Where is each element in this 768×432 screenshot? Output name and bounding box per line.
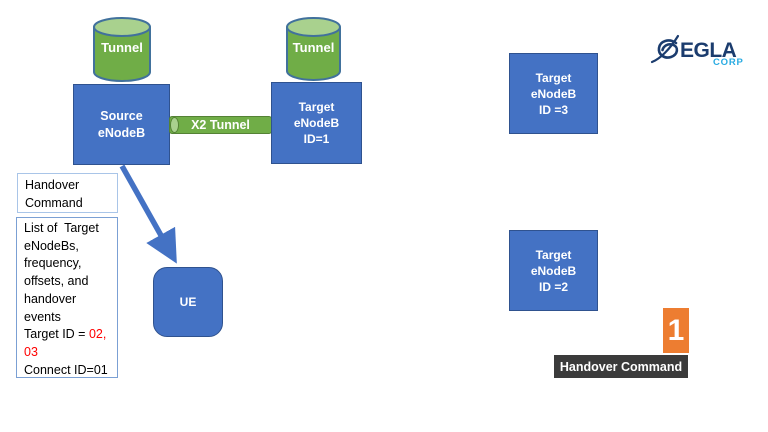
target-enodeb-2-line1: Target [535, 247, 572, 262]
handover-command-label-text: Handover Command [559, 359, 683, 374]
target-enodeb-2-line2: eNodeB [530, 263, 577, 278]
ue-label: UE [179, 294, 197, 309]
tunnel-left-cylinder: Tunnel [92, 16, 152, 84]
target-enodeb-3-line3: ID =3 [538, 102, 568, 117]
logo-brand-text: EGLA [680, 39, 737, 62]
target-id-value: 02, [88, 327, 107, 342]
tunnel-right-label: Tunnel [292, 40, 335, 55]
target-enodeb-1-line2: eNodeB [293, 116, 340, 130]
target-enodeb-1-line1: Target [298, 100, 335, 114]
target-enodeb-1-node: Target eNodeB ID=1 [271, 82, 362, 164]
callout-line: offsets, and [24, 274, 89, 289]
handover-command-label: Handover Command [554, 355, 688, 378]
step-number: 1 [667, 313, 685, 347]
target-enodeb-1-line3: ID=1 [303, 132, 330, 146]
handover-arrow [119, 164, 177, 264]
egla-e-swoosh-icon [650, 34, 680, 64]
x2-tunnel-label: X2 Tunnel [191, 118, 250, 132]
x2-tunnel-endcap [170, 117, 179, 133]
cylinder-icon [286, 17, 341, 81]
target-enodeb-3-line1: Target [535, 70, 572, 85]
callout-line: Handover [25, 178, 80, 192]
handover-details-callout: List of Target eNodeBs, frequency, offse… [16, 217, 118, 378]
target-enodeb-3-line2: eNodeB [530, 86, 577, 101]
step-number-badge: 1 [663, 308, 689, 353]
x2-tunnel-pipe: X2 Tunnel [169, 116, 272, 134]
egla-corp-logo: EGLA CORP [650, 34, 744, 68]
tunnel-right-cylinder: Tunnel [285, 16, 342, 83]
callout-line: List of Target [24, 221, 99, 235]
callout-line: events [24, 309, 61, 324]
tunnel-left-label: Tunnel [101, 40, 143, 55]
target-id-value-2: 03 [24, 344, 38, 359]
callout-line: eNodeBs, [24, 238, 79, 253]
target-enodeb-3-node: Target eNodeB ID =3 [509, 53, 598, 134]
cylinder-icon [93, 17, 151, 82]
callout-line: frequency, [24, 256, 82, 271]
target-enodeb-2-line3: ID =2 [538, 279, 568, 294]
handover-command-callout: Handover Command [17, 173, 118, 213]
source-enodeb-node: Source eNodeB [73, 84, 170, 165]
ue-node: UE [153, 267, 223, 337]
callout-line-target-ids: Target ID = 02, [24, 326, 115, 344]
target-id-prefix: Target ID = [24, 327, 89, 342]
source-enodeb-label-line2: eNodeB [97, 125, 146, 140]
target-enodeb-2-node: Target eNodeB ID =2 [509, 230, 598, 311]
logo-sub-text: CORP [713, 57, 744, 68]
callout-line: Command [25, 196, 83, 210]
callout-line: handover [24, 291, 77, 306]
source-enodeb-label-line1: Source [100, 108, 143, 123]
connect-id-line: Connect ID=01 [24, 362, 108, 377]
